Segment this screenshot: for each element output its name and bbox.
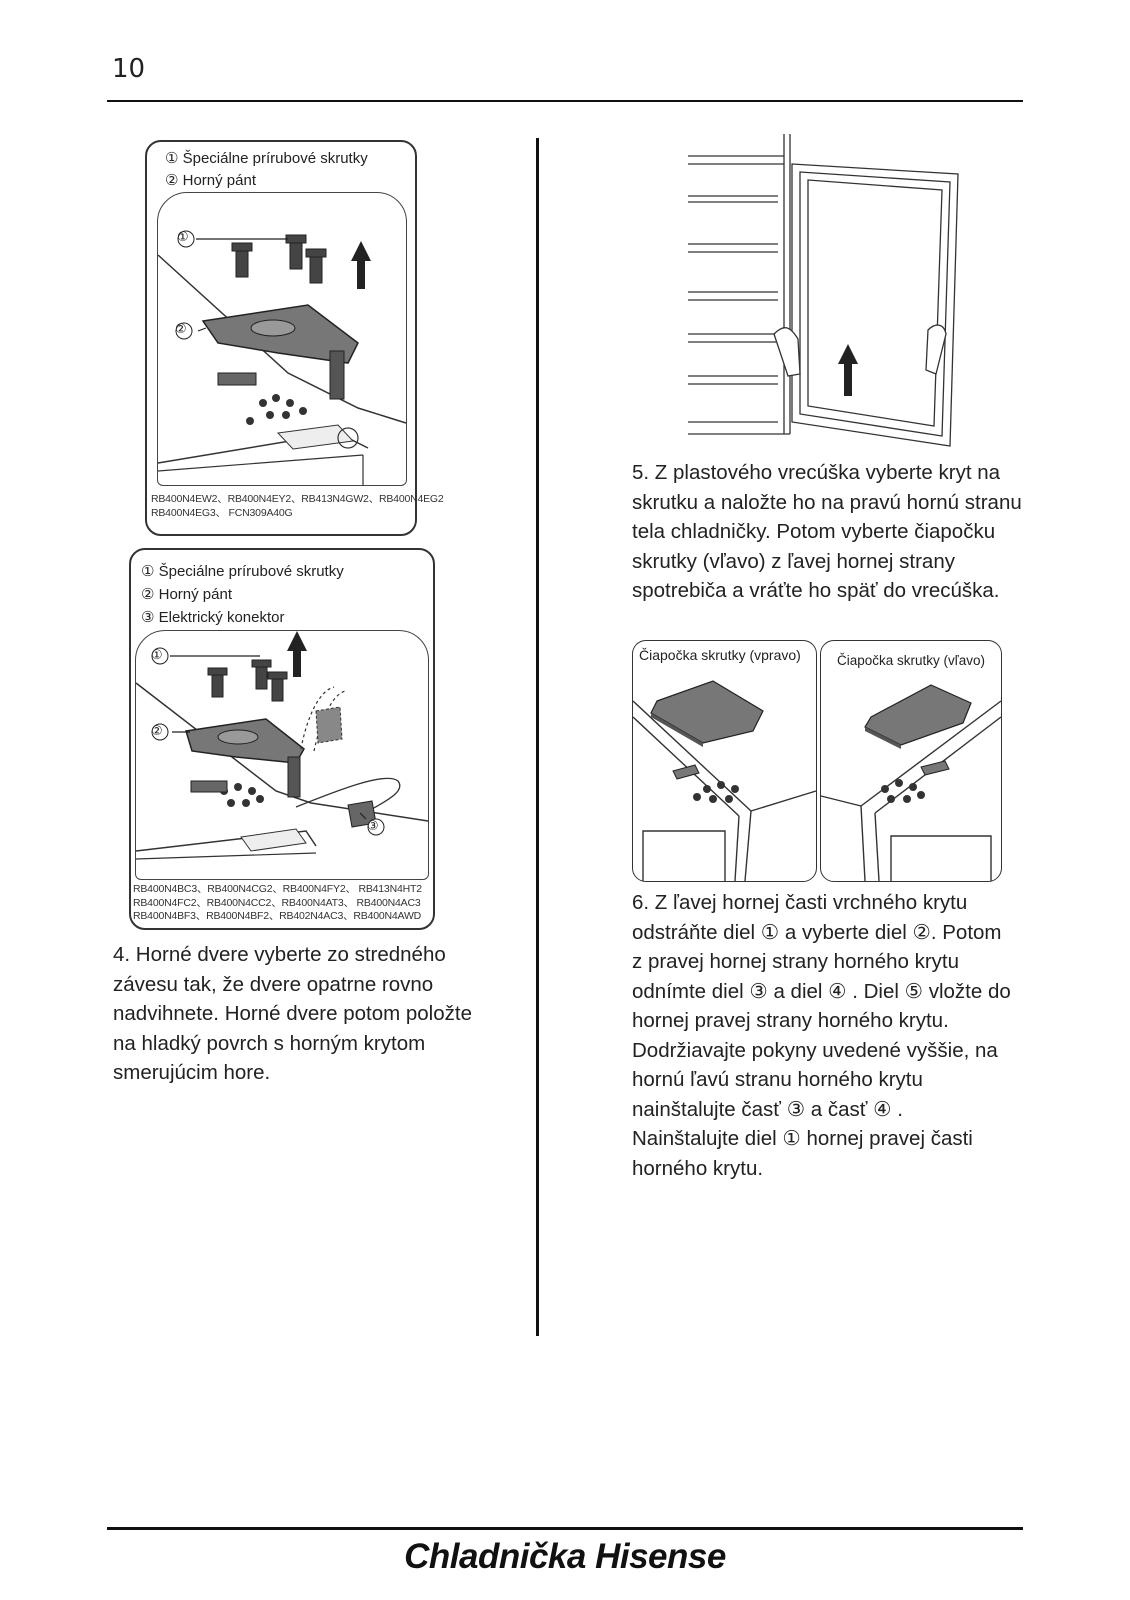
figure1-model-list: RB400N4EW2、RB400N4EY2、RB413N4GW2、RB400N4…: [151, 492, 444, 520]
figure2-callout-2: ②: [151, 723, 163, 738]
screw-cap-right-label: Čiapočka skrutky (vpravo): [639, 647, 801, 663]
figure2-callout-3: ③: [367, 818, 379, 833]
header-rule: [107, 100, 1023, 102]
figure2-model-list: RB400N4BC3、RB400N4CG2、RB400N4FY2、 RB413N…: [133, 883, 422, 924]
step-4-text: 4. Horné dvere vyberte zo stredného záve…: [113, 943, 472, 1084]
figure2-model-line-2: RB400N4FC2、RB400N4CC2、RB400N4AT3、 RB400N…: [133, 896, 421, 909]
figure1-legend: ① Špeciálne prírubové skrutky ② Horný pá…: [165, 148, 368, 192]
column-divider: [536, 138, 539, 1336]
figure-screw-cap-right: Čiapočka skrutky (vpravo): [632, 640, 817, 882]
screw-cap-right-illustration: [632, 680, 817, 882]
figure-screw-cap-left: Čiapočka skrutky (vľavo): [820, 640, 1002, 882]
figure-door-removal: [688, 134, 960, 448]
figure1-legend-item-2: ② Horný pánt: [165, 172, 256, 189]
figure2-legend-item-1: ① Špeciálne prírubové skrutky: [141, 563, 344, 580]
figure1-model-line-1: RB400N4EW2、RB400N4EY2、RB413N4GW2、RB400N4…: [151, 493, 444, 505]
footer-rule: [107, 1527, 1023, 1530]
screw-cap-left-label: Čiapočka skrutky (vľavo): [837, 653, 985, 668]
hinge-illustration-1: [157, 230, 407, 485]
figure2-legend-item-3: ③ Elektrický konektor: [141, 609, 285, 626]
figure2-model-line-3: RB400N4BF3、RB400N4BF2、RB402N4AC3、RB400N4…: [133, 910, 422, 922]
door-removal-illustration: [688, 134, 959, 447]
figure1-model-line-2: RB400N4EG3、 FCN309A40G: [151, 507, 293, 519]
figure2-callout-1: ①: [151, 647, 163, 662]
figure-top-hinge-2: ① Špeciálne prírubové skrutky ② Horný pá…: [129, 548, 435, 930]
figure2-model-line-1: RB400N4BC3、RB400N4CG2、RB400N4FY2、 RB413N…: [133, 883, 422, 895]
page-number: 10: [112, 54, 146, 84]
figure1-callout-2: ②: [175, 321, 187, 336]
step-5-text: 5. Z plastového vrecúška vyberte kryt na…: [632, 461, 1022, 602]
figure1-callout-1: ①: [177, 229, 189, 244]
figure2-illustration: ① ② ③: [135, 630, 429, 880]
figure2-legend: ① Špeciálne prírubové skrutky ② Horný pá…: [141, 560, 344, 629]
figure1-illustration: ① ②: [157, 192, 407, 486]
figure2-legend-item-2: ② Horný pánt: [141, 586, 232, 603]
screw-cap-left-illustration: [820, 684, 1002, 882]
step-6-text: 6. Z ľavej hornej časti vrchného krytu o…: [632, 891, 1011, 1180]
figure1-legend-item-1: ① Špeciálne prírubové skrutky: [165, 150, 368, 167]
footer-brand: Chladnička Hisense: [404, 1537, 726, 1576]
hinge-illustration-2: [135, 631, 429, 860]
figure-top-hinge-1: ① Špeciálne prírubové skrutky ② Horný pá…: [145, 140, 444, 536]
